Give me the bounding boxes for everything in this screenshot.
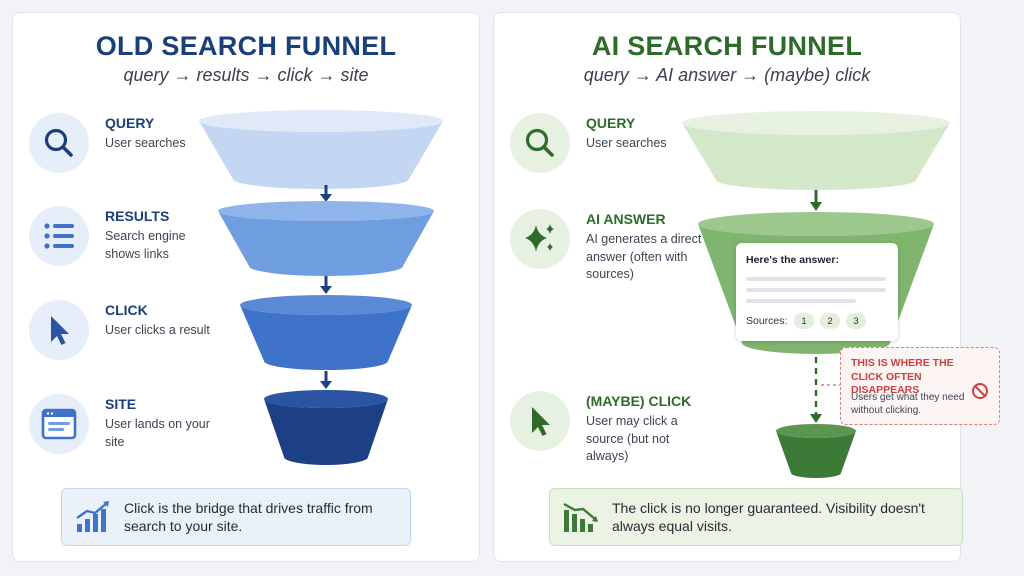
old-step-click-title: CLICK [105, 302, 148, 318]
old-funnel-stage-site-top [264, 390, 388, 408]
old-step-results-desc: Search engine shows links [105, 229, 186, 261]
ai-step-query-title: QUERY [586, 115, 636, 131]
old-funnel-stage-site [264, 399, 388, 465]
warning-desc: Users get what they need without clickin… [851, 392, 965, 416]
answer-placeholder-line [746, 277, 886, 281]
old-funnel-stage-click [240, 305, 412, 370]
source-chip-3[interactable]: 3 [846, 313, 866, 329]
ai-answer-card: Here's the answer: Sources: 1 2 3 [736, 243, 898, 341]
old-step-site-desc: User lands on your site [105, 417, 210, 449]
old-funnel-subtitle: query → results → click → site [123, 65, 369, 85]
old-arrowhead-2 [320, 286, 332, 294]
browser-window-icon [29, 394, 89, 454]
old-arrowhead-1 [320, 194, 332, 202]
old-step-query-desc: User searches [105, 136, 186, 150]
list-icon [29, 206, 89, 266]
source-chip-1[interactable]: 1 [794, 313, 814, 329]
old-step-query: QUERY User searches [29, 113, 229, 193]
old-step-site: SITE User lands on your site [29, 394, 229, 474]
old-funnel-stage-results-top [218, 201, 434, 221]
old-funnel-callout: Click is the bridge that drives traffic … [61, 488, 411, 546]
ai-step-query: QUERY User searches [510, 113, 710, 193]
answer-placeholder-line [746, 288, 886, 292]
old-funnel-title: OLD SEARCH FUNNEL [95, 31, 397, 61]
source-chip-2[interactable]: 2 [820, 313, 840, 329]
no-sign-icon [971, 382, 989, 405]
old-step-site-title: SITE [105, 396, 137, 412]
search-icon [510, 113, 570, 173]
cursor-icon [510, 391, 570, 451]
ai-funnel-stage-click [776, 431, 856, 478]
old-funnel-graphic [199, 110, 443, 465]
old-step-click-desc: User clicks a result [105, 323, 210, 337]
ai-funnel-stage-query [682, 123, 950, 190]
old-callout-text: Click is the bridge that drives traffic … [124, 499, 373, 535]
ai-callout-text: The click is no longer guaranteed. Visib… [612, 499, 925, 535]
ai-funnel-stage-answer-top [698, 212, 934, 236]
old-step-results: RESULTS Search engine shows links [29, 206, 229, 286]
ai-funnel-stage-click-top [776, 424, 856, 438]
sources-label: Sources: [746, 315, 788, 327]
ai-funnel-title: AI SEARCH FUNNEL [591, 31, 863, 61]
ai-arrowhead-2 [810, 414, 822, 423]
ai-step-answer-desc: AI generates a direct answer (often with… [586, 232, 702, 281]
ai-search-funnel-panel: AI SEARCH FUNNEL query → AI answer → (ma… [493, 12, 1000, 562]
ai-step-maybe-click: (MAYBE) CLICK User may click a source (b… [510, 391, 710, 471]
old-step-click: CLICK User clicks a result [29, 300, 229, 380]
old-funnel-stage-click-top [240, 295, 412, 315]
ai-step-answer: AI ANSWER AI generates a direct answer (… [510, 209, 710, 289]
old-funnel-stage-query-top [199, 110, 443, 132]
answer-placeholder-line [746, 299, 856, 303]
ai-step-maybe-click-title: (MAYBE) CLICK [586, 393, 692, 409]
sparkle-icon [510, 209, 570, 269]
ai-step-maybe-click-desc: User may click a source (but not always) [586, 414, 678, 463]
declining-chart-icon [550, 500, 612, 534]
ai-step-query-desc: User searches [586, 136, 667, 150]
ai-step-answer-title: AI ANSWER [586, 211, 666, 227]
old-step-results-title: RESULTS [105, 208, 170, 224]
answer-card-title: Here's the answer: [746, 254, 839, 266]
growth-chart-icon [62, 500, 124, 534]
old-step-query-title: QUERY [105, 115, 155, 131]
old-funnel-stage-results [218, 211, 434, 276]
old-arrowhead-3 [320, 381, 332, 389]
old-search-funnel-panel: OLD SEARCH FUNNEL query → results → clic… [12, 12, 480, 562]
ai-funnel-stage-query-top [682, 111, 950, 135]
old-funnel-stage-query [199, 121, 443, 189]
click-disappears-warning: THIS IS WHERE THE CLICK OFTEN DISAPPEARS… [840, 347, 1000, 425]
ai-arrowhead-1 [810, 202, 822, 211]
warning-title: THIS IS WHERE THE CLICK OFTEN DISAPPEARS [851, 357, 954, 396]
search-icon [29, 113, 89, 173]
ai-funnel-subtitle: query → AI answer → (maybe) click [583, 65, 871, 85]
ai-funnel-callout: The click is no longer guaranteed. Visib… [549, 488, 963, 546]
cursor-icon [29, 300, 89, 360]
